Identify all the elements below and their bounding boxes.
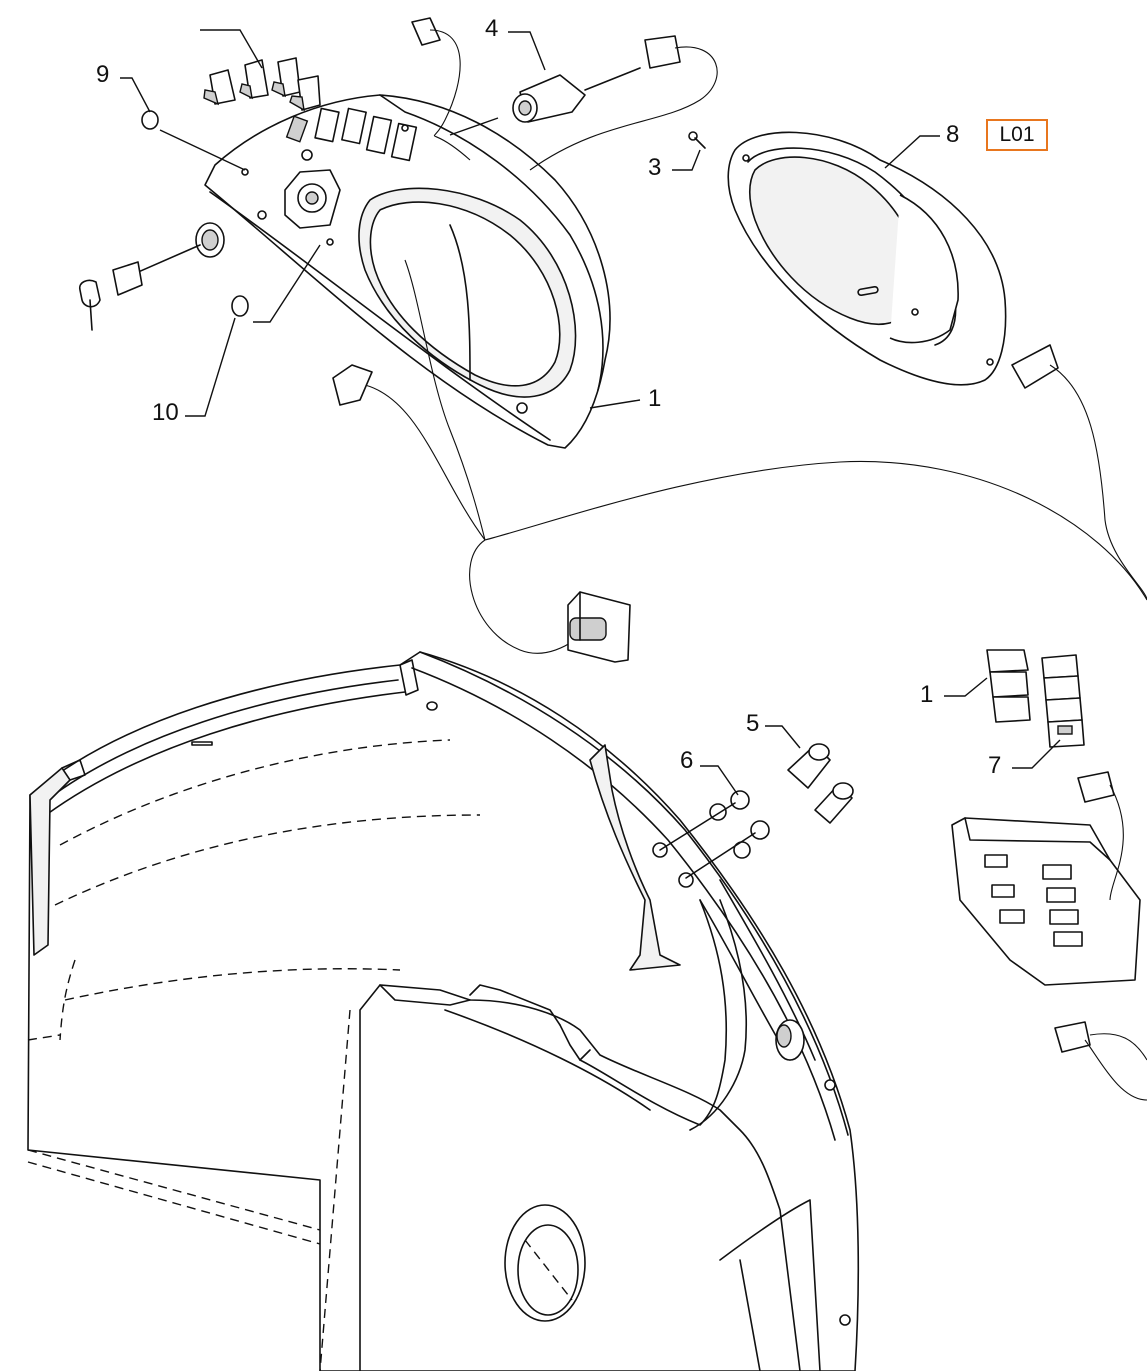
relay-module [567, 591, 631, 663]
callout-7: 7 [988, 752, 1001, 779]
cluster-connector [1011, 344, 1059, 389]
dashboard-housing [27, 651, 860, 1371]
connector-lower-right [1077, 771, 1115, 803]
callout-9: 9 [96, 61, 109, 88]
cap-nut-9 [141, 110, 159, 130]
switch-set-right [986, 649, 1085, 748]
connector-lower [1054, 1021, 1091, 1053]
callout-5: 5 [746, 710, 759, 737]
reference-code-label: L01 [986, 119, 1048, 151]
rocker-switches-group [203, 57, 321, 112]
cap-nut-10 [231, 295, 249, 317]
connector-top [411, 17, 441, 46]
callout-1-switches: 1 [920, 681, 933, 708]
callout-3: 3 [648, 154, 661, 181]
wiring-harness [364, 259, 1147, 654]
callout-4: 4 [485, 15, 498, 42]
instrument-cluster [688, 131, 1007, 386]
ignition-key [78, 222, 225, 331]
connector-left-mid [332, 364, 373, 406]
callout-8: 8 [946, 121, 959, 148]
instrument-panel-bezel [204, 94, 611, 449]
connector-right-top [644, 35, 681, 69]
socket-assemblies [659, 743, 854, 879]
side-switch-panel [951, 817, 1141, 986]
callout-10: 10 [152, 399, 179, 426]
leader-lines [120, 29, 1061, 796]
callout-1-bezel: 1 [648, 385, 661, 412]
ignition-switch [512, 67, 641, 123]
callout-6: 6 [680, 747, 693, 774]
